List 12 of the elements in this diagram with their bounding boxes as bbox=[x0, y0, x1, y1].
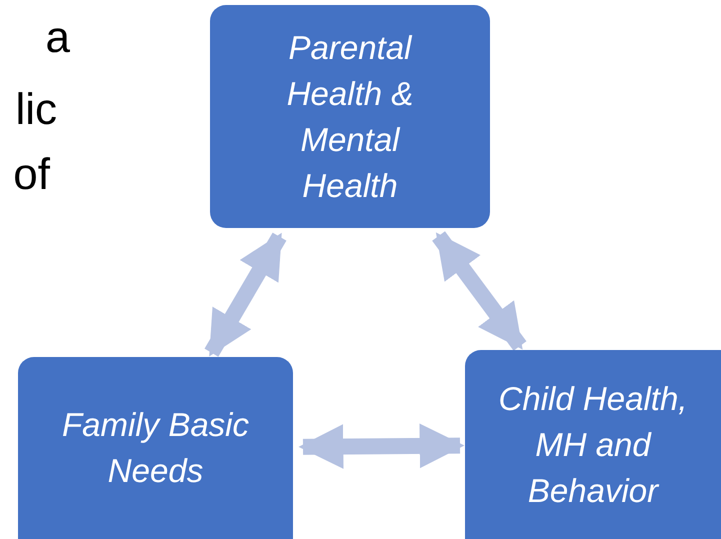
box-label: Parental Health & Mental Health bbox=[286, 28, 414, 206]
text-fragment: of bbox=[13, 150, 50, 199]
double-arrow bbox=[298, 423, 464, 469]
text-fragment: a bbox=[46, 13, 70, 62]
process-box bbox=[465, 350, 721, 539]
process-box bbox=[18, 357, 293, 539]
box-label: Child Health, MH and Behavior bbox=[498, 378, 688, 510]
text-fragment: lic bbox=[15, 85, 57, 134]
double-arrow bbox=[432, 231, 526, 351]
double-arrow bbox=[204, 232, 286, 357]
box-label: Family Basic Needs bbox=[60, 405, 250, 491]
process-box bbox=[210, 5, 490, 228]
